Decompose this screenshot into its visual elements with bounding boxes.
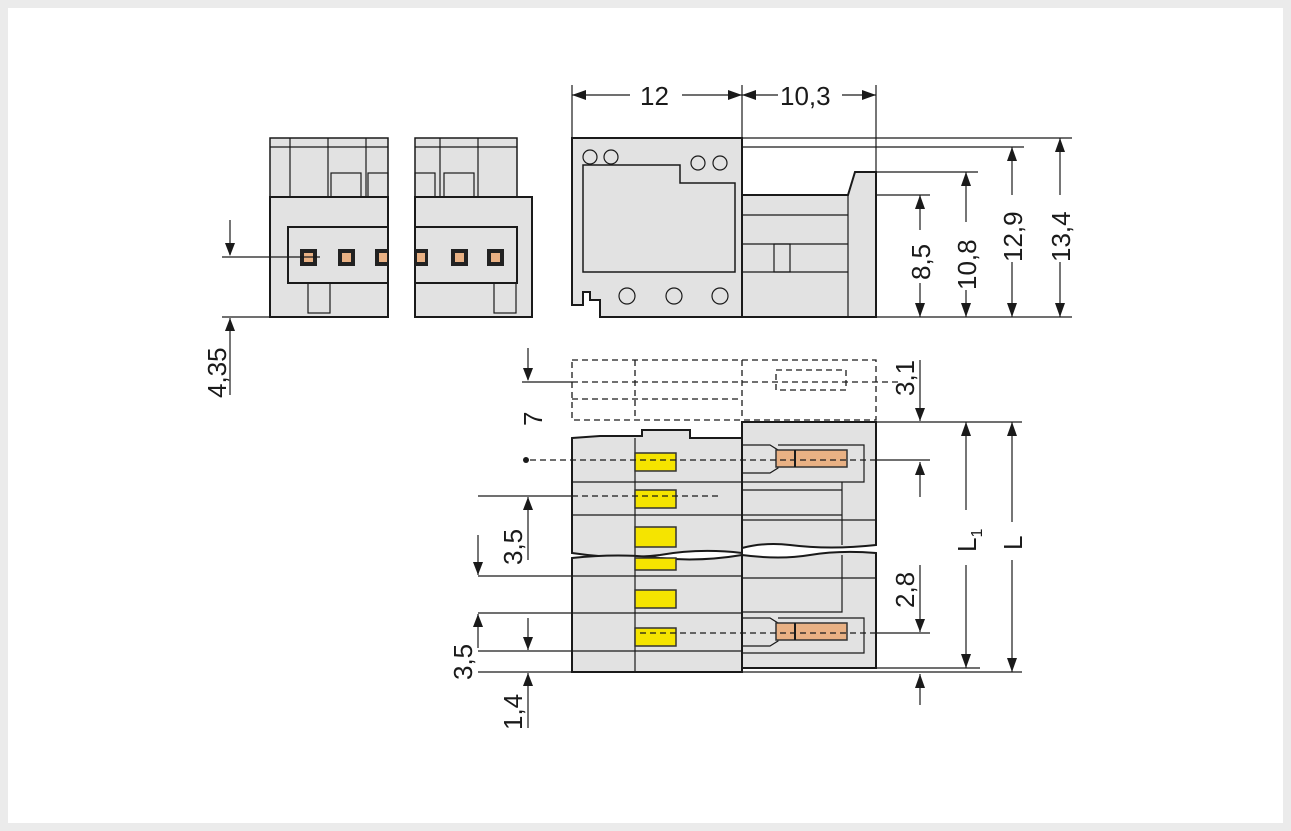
dim-l: L	[998, 536, 1028, 550]
side-view: 12 10,3 8,5 10,8 12,9 13,4	[571, 81, 1076, 318]
dim-l1: L1	[952, 529, 986, 552]
dim-3-5-bottom: 3,5	[448, 644, 478, 680]
front-view: 4,35	[202, 137, 533, 398]
top-view: 7 3,1 3,5	[448, 348, 1028, 730]
dim-10-3: 10,3	[780, 81, 831, 111]
dim-12-9: 12,9	[998, 211, 1028, 262]
dim-7: 7	[518, 412, 548, 426]
dim-12: 12	[640, 81, 669, 111]
dim-10-8: 10,8	[952, 239, 982, 290]
contact-openings	[300, 249, 504, 266]
dim-l1-subscript: 1	[969, 529, 986, 538]
dim-1-4: 1,4	[498, 694, 528, 730]
dim-l1-label: L	[952, 538, 982, 552]
dim-8-5: 8,5	[906, 244, 936, 280]
dim-3-5-top: 3,5	[498, 529, 528, 565]
dim-13-4: 13,4	[1046, 211, 1076, 262]
contacts	[775, 449, 848, 641]
dim-4-35: 4,35	[202, 347, 232, 398]
dim-2-8: 2,8	[890, 572, 920, 608]
dim-3-1: 3,1	[890, 360, 920, 396]
